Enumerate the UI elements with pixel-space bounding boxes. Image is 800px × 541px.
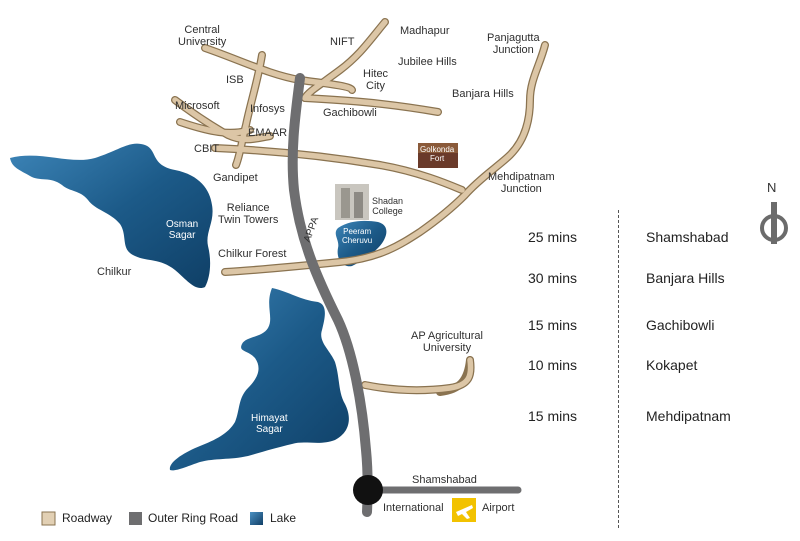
legend-ring-road-swatch bbox=[129, 512, 142, 525]
roadway-network bbox=[171, 18, 549, 396]
label-madhapur: Madhapur bbox=[400, 25, 450, 37]
distance-place-5: Mehdipatnam bbox=[646, 408, 731, 424]
twin-towers-image bbox=[335, 184, 369, 220]
legend-lake-label: Lake bbox=[270, 511, 297, 525]
label-gandipet: Gandipet bbox=[213, 172, 258, 184]
airport-icon bbox=[452, 498, 476, 522]
compass-north-label: N bbox=[767, 180, 777, 195]
label-infosys: Infosys bbox=[250, 103, 285, 115]
distance-time-5: 15 mins bbox=[528, 408, 578, 424]
label-mehdipatnam-junction: Mehdipatnam Junction bbox=[488, 171, 555, 195]
compass-icon bbox=[760, 202, 788, 244]
distance-place-4: Kokapet bbox=[646, 357, 698, 373]
label-shamshabad: Shamshabad bbox=[412, 474, 477, 486]
distance-divider bbox=[618, 210, 619, 528]
distance-place-3: Gachibowli bbox=[646, 317, 715, 333]
label-shadan-college: Shadan College bbox=[372, 196, 404, 216]
label-ap-agricultural-university: AP Agricultural University bbox=[411, 330, 483, 354]
label-microsoft: Microsoft bbox=[175, 100, 220, 112]
label-chilkur: Chilkur bbox=[97, 266, 132, 278]
label-osman-sagar: Osman Sagar bbox=[166, 219, 199, 241]
label-himayat-sagar: Himayat Sagar bbox=[251, 413, 288, 435]
label-hitec-city: Hitec City bbox=[363, 68, 389, 92]
distance-place-2: Banjara Hills bbox=[646, 270, 725, 286]
label-golkonda-fort: Golkonda Fort bbox=[420, 145, 455, 163]
label-peeram-cheruvu: Peeram Cheruvu bbox=[342, 227, 373, 245]
peeram-cheruvu-lake bbox=[335, 220, 387, 267]
label-central-university: Central University bbox=[178, 24, 227, 48]
label-isb: ISB bbox=[226, 74, 244, 86]
outer-ring-road bbox=[287, 73, 522, 517]
label-airport: Airport bbox=[482, 502, 515, 514]
legend-roadway-swatch bbox=[41, 511, 56, 526]
distance-place-1: Shamshabad bbox=[646, 229, 729, 245]
label-nift: NIFT bbox=[330, 36, 355, 48]
distance-time-2: 30 mins bbox=[528, 270, 578, 286]
label-banjara-hills: Banjara Hills bbox=[452, 88, 514, 100]
distance-time-4: 10 mins bbox=[528, 357, 578, 373]
distance-time-3: 15 mins bbox=[528, 317, 578, 333]
legend-ring-road-label: Outer Ring Road bbox=[148, 511, 239, 525]
label-jubilee-hills: Jubilee Hills bbox=[398, 56, 457, 68]
himayat-sagar-lake bbox=[169, 288, 349, 471]
label-panjagutta-junction: Panjagutta Junction bbox=[487, 32, 540, 56]
label-international: International bbox=[383, 502, 444, 514]
label-gachibowli: Gachibowli bbox=[323, 107, 377, 119]
osman-sagar-lake bbox=[10, 143, 213, 289]
legend-roadway-label: Roadway bbox=[62, 511, 113, 525]
label-reliance-twin-towers: Reliance Twin Towers bbox=[218, 202, 279, 226]
distance-time-1: 25 mins bbox=[528, 229, 578, 245]
label-emaar: EMAAR bbox=[248, 127, 288, 139]
airport-junction-marker bbox=[353, 475, 383, 505]
legend-lake-swatch bbox=[250, 512, 263, 525]
label-chilkur-forest: Chilkur Forest bbox=[218, 248, 287, 260]
label-cbit: CBIT bbox=[194, 143, 220, 155]
